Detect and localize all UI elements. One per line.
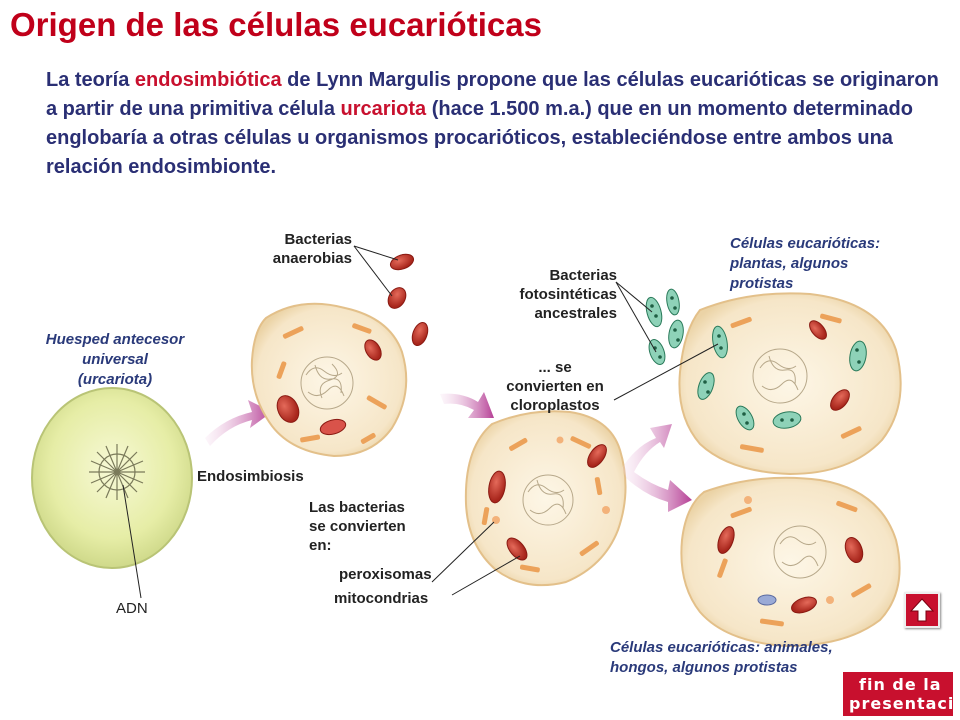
arrow-2 [440,392,494,418]
middle-cell [431,410,627,596]
intro-text-1: La teoría [46,69,135,91]
nav-up-button[interactable] [904,592,940,628]
middle-er-strands [481,436,603,573]
highlight-urcariota: urcariota [340,98,427,120]
bacteria-become-line-1: Las bacterias [309,499,405,516]
peroxisomes-label: peroxisomas [339,566,432,583]
peroxisome-pointer [431,521,495,583]
end-presentation-button[interactable]: fin de la presentación [843,672,960,716]
endosymbiosis-label: Endosimbiosis [197,468,304,485]
animal-caption-line-1: Células eucarióticas: animales, [610,639,833,656]
plant-caption-line-1: Células eucarióticas: [730,235,881,252]
highlight-endosymbiotic: endosimbiótica [134,69,282,91]
dna-label: ADN [116,600,148,617]
end-button-line-2: presentación [849,694,960,713]
plant-caption-line-3: protistas [730,275,794,292]
photosynthetic-label-line-3: ancestrales [534,305,617,322]
bacteria-become-line-2: se convierten [309,518,406,535]
photosynthetic-label-line-2: fotosintéticas [519,286,617,303]
arrow-1 [205,400,272,446]
plant-caption-line-2: plantas, algunos [730,255,849,272]
arrow-up-icon [909,598,935,622]
host-label-line-1: Huesped antecesor [45,331,185,348]
plant-cells-caption: Células eucarióticas: plantas, algunos p… [730,234,880,294]
end-button-line-1: fin de la [859,675,942,694]
dna-pointer-line [122,484,142,599]
animal-cell [680,476,901,648]
anaerobic-label-line-2: anaerobias [272,250,352,267]
intro-text-3: (hace 1.500 m.a.) que en un momento dete… [46,98,913,178]
host-cell [31,387,193,599]
chloroplast-label: ... se convierten en cloroplastos [490,358,620,415]
photosynthetic-label: Bacterias fotosintéticas ancestrales [480,266,617,323]
nucleus-chromatin [300,356,354,410]
host-label-line-2: universal [82,351,148,368]
middle-nucleus [522,474,574,526]
chloroplast-label-line-3: cloroplastos [510,397,600,414]
branch-arrows [622,424,692,512]
host-label: Huesped antecesor universal (urcariota) [20,330,210,390]
chloroplast-label-line-2: convierten en [506,378,604,395]
endosymbiosis-cell [250,302,408,458]
animal-caption-line-2: hongos, algunos protistas [610,659,798,676]
intro-text-2: de Lynn Margulis propone que las células… [46,69,939,120]
plant-cell [613,292,902,476]
plant-nucleus [752,348,808,404]
bacteria-become-line-3: en: [309,537,332,554]
mitochondria-pointer [451,555,521,596]
anaerobic-bacteria [353,245,429,361]
chloroplast-label-line-1: ... se [538,359,572,376]
mitochondria-label: mitocondrias [334,590,429,607]
photosynthetic-bacteria [615,281,684,365]
anaerobic-label-line-1: Bacterias [284,231,352,248]
photosynthetic-label-line-1: Bacterias [549,267,617,284]
intro-paragraph: La teoría endosimbiótica de Lynn Marguli… [46,66,951,182]
host-dna-rosette [89,444,145,500]
animal-cells-caption: Células eucarióticas: animales, hongos, … [610,638,833,678]
chloroplast-pointer [613,343,719,401]
animal-er-strands [717,500,872,627]
er-strands [276,323,387,444]
host-label-line-3: (urcariota) [77,371,153,388]
animal-nucleus [773,525,827,579]
bacteria-become-label: Las bacterias se convierten en: [309,498,406,555]
anaerobic-label: Bacterias anaerobias [230,230,352,268]
page-title: Origen de las células eucarióticas [10,6,542,43]
